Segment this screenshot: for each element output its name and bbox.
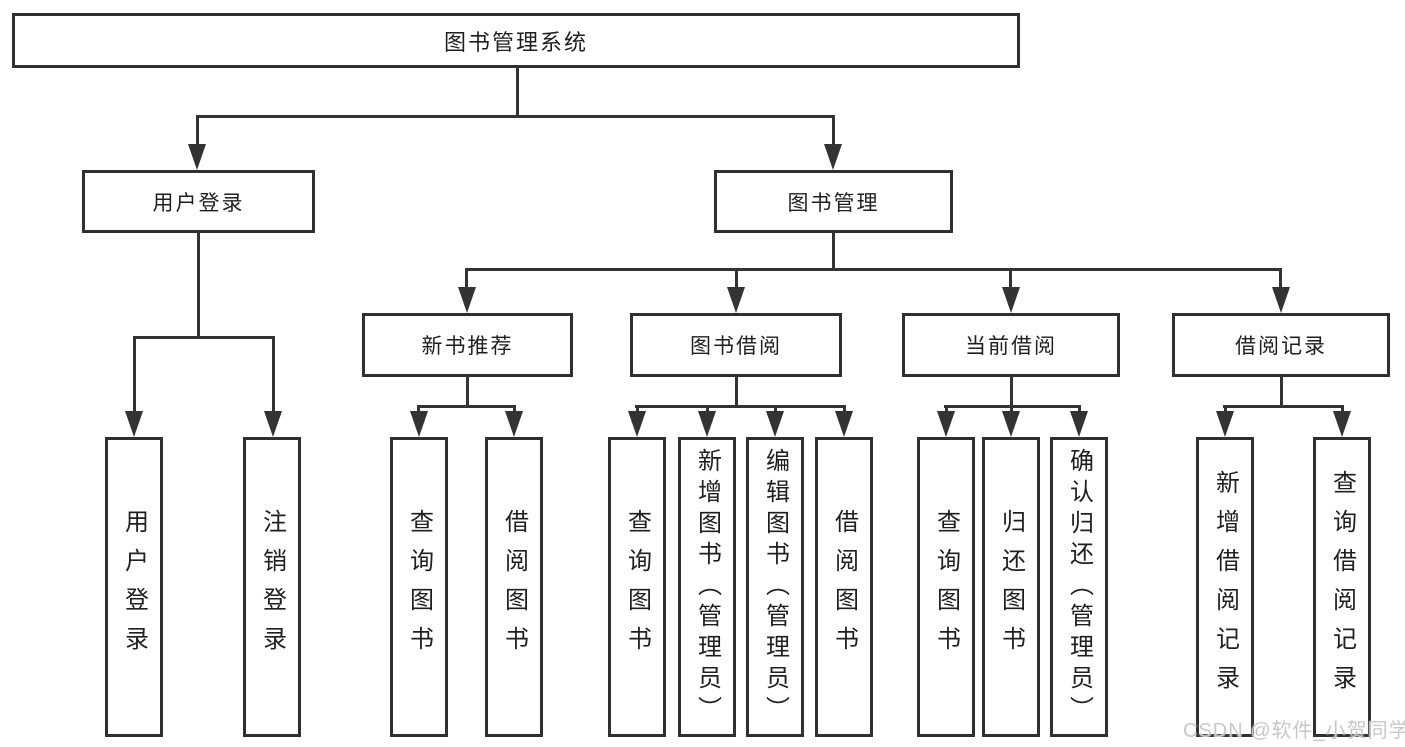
leaf-label: 确认归还（管理员）: [1065, 447, 1093, 727]
arrowhead-current-borrowing: [1002, 287, 1020, 313]
leaf-label: 注销登录: [258, 509, 286, 665]
leaf-query-books-recommend: 查询图书: [390, 437, 448, 737]
leaf-label: 查询图书: [623, 509, 651, 665]
arrowhead-g3-edit: [766, 411, 784, 437]
arrowhead-leaf-logout: [264, 411, 282, 437]
node-borrowing-records: 借阅记录: [1172, 313, 1390, 377]
connector-rail-new-book-children: [417, 405, 516, 408]
arrowhead-leaf-user-login: [125, 411, 143, 437]
connector-rail-level2: [196, 115, 835, 118]
connector-rail-book-borrowing-children: [635, 405, 845, 408]
leaf-confirm-return-admin: 确认归还（管理员）: [1050, 437, 1108, 737]
connector-arrow-line-user-login: [196, 115, 199, 149]
connector-arrow-line-borrowing-records: [1279, 268, 1282, 292]
leaf-label: 查询借阅记录: [1328, 470, 1356, 704]
leaf-label: 查询图书: [932, 509, 960, 665]
leaf-add-books-admin: 新增图书（管理员）: [678, 437, 736, 737]
arrowhead-g4-return: [1002, 411, 1020, 437]
leaf-label: 查询图书: [405, 509, 433, 665]
connector-rail-level3: [465, 268, 1282, 271]
leaf-label: 新增图书（管理员）: [693, 447, 721, 727]
leaf-borrow-books-recommend: 借阅图书: [485, 437, 543, 737]
arrowhead-book-borrowing: [727, 287, 745, 313]
arrowhead-g4-confirm: [1070, 411, 1088, 437]
arrowhead-user-login: [188, 144, 206, 170]
arrowhead-borrowing-records: [1272, 287, 1290, 313]
connector-arrow-line-current-borrowing: [1009, 268, 1012, 292]
leaf-query-books-current: 查询图书: [917, 437, 975, 737]
connector-rail-borrowing-records-children: [1223, 405, 1344, 408]
arrowhead-g3-add: [698, 411, 716, 437]
leaf-borrow-books-borrowing: 借阅图书: [815, 437, 873, 737]
leaf-label: 归还图书: [997, 509, 1025, 665]
connector-stem-borrowing-records: [1280, 376, 1283, 407]
connector-stem-new-book: [466, 376, 469, 407]
leaf-label: 借阅图书: [500, 509, 528, 665]
arrowhead-book-management: [824, 144, 842, 170]
connector-stem-current-borrowing: [1010, 376, 1013, 407]
node-new-book-recommendation: 新书推荐: [362, 313, 573, 377]
node-book-management: 图书管理: [714, 170, 953, 233]
arrowhead-g5-add-record: [1216, 411, 1234, 437]
watermark-text: CSDN @软件_小贺同学: [1183, 720, 1405, 742]
connector-stem-user-login: [197, 232, 200, 338]
leaf-label: 借阅图书: [830, 509, 858, 665]
node-book-borrowing: 图书借阅: [630, 313, 842, 377]
connector-rail-user-login-children: [133, 336, 275, 339]
node-library-management-system: 图书管理系统: [12, 13, 1020, 68]
connector-arrow-line-leaf-user-login: [133, 336, 136, 416]
connector-arrow-line-new-book: [465, 268, 468, 292]
connector-arrow-line-book-management: [832, 115, 835, 149]
connector-stem-book-management: [832, 232, 835, 270]
leaf-label: 新增借阅记录: [1211, 470, 1239, 704]
connector-arrow-line-leaf-logout: [272, 336, 275, 416]
connector-stem-book-borrowing: [735, 376, 738, 407]
leaf-user-login: 用户登录: [105, 437, 163, 737]
arrowhead-g5-query-record: [1333, 411, 1351, 437]
leaf-query-borrow-record: 查询借阅记录: [1313, 437, 1371, 737]
leaf-label: 用户登录: [120, 509, 148, 665]
arrowhead-g4-query: [937, 411, 955, 437]
arrowhead-new-book: [458, 287, 476, 313]
leaf-return-books: 归还图书: [982, 437, 1040, 737]
node-user-login: 用户登录: [82, 170, 315, 233]
leaf-label: 编辑图书（管理员）: [761, 447, 789, 727]
connector-arrow-line-book-borrowing: [735, 268, 738, 292]
leaf-add-borrow-record: 新增借阅记录: [1196, 437, 1254, 737]
connector-stem-root: [516, 67, 519, 117]
arrowhead-g2-query: [410, 411, 428, 437]
leaf-edit-books-admin: 编辑图书（管理员）: [746, 437, 804, 737]
leaf-logout: 注销登录: [243, 437, 301, 737]
leaf-query-books-borrowing: 查询图书: [608, 437, 666, 737]
arrowhead-g3-query: [628, 411, 646, 437]
node-current-borrowing: 当前借阅: [902, 313, 1120, 377]
arrowhead-g2-borrow: [505, 411, 523, 437]
arrowhead-g3-borrow: [835, 411, 853, 437]
